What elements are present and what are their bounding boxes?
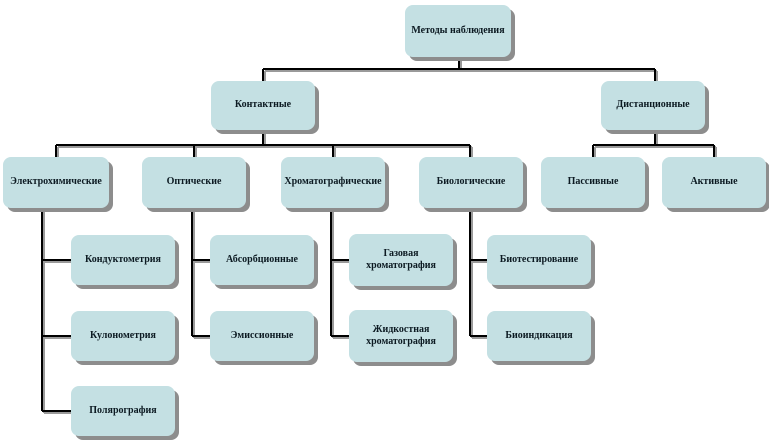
node-bioindication: Биоиндикация: [487, 311, 591, 361]
node-biological: Биологические: [419, 157, 523, 208]
node-emission: Эмиссионные: [210, 311, 314, 361]
node-biotesting: Биотестирование: [487, 235, 591, 285]
node-optical: Оптические: [142, 157, 246, 208]
connector-shadows: [43, 59, 717, 414]
node-conductometry: Кондуктометрия: [71, 235, 175, 285]
node-contact: Контактные: [211, 81, 315, 130]
node-observation-methods: Методы наблюдения: [405, 5, 511, 57]
node-coulometry: Кулонометрия: [71, 311, 175, 361]
node-absorption: Абсорбционные: [210, 235, 314, 285]
node-active: Активные: [662, 157, 766, 208]
node-electrochemical: Электрохимические: [3, 157, 109, 208]
node-gas-chromatography: Газовая хроматография: [349, 234, 453, 286]
node-chromatographic: Хроматографические: [281, 157, 385, 208]
node-liquid-chromatography: Жидкостная хроматография: [349, 310, 453, 362]
node-passive: Пассивные: [541, 157, 645, 208]
node-remote: Дистанционные: [601, 81, 705, 130]
node-polarography: Полярография: [71, 386, 175, 436]
connector-main: [41, 57, 715, 412]
